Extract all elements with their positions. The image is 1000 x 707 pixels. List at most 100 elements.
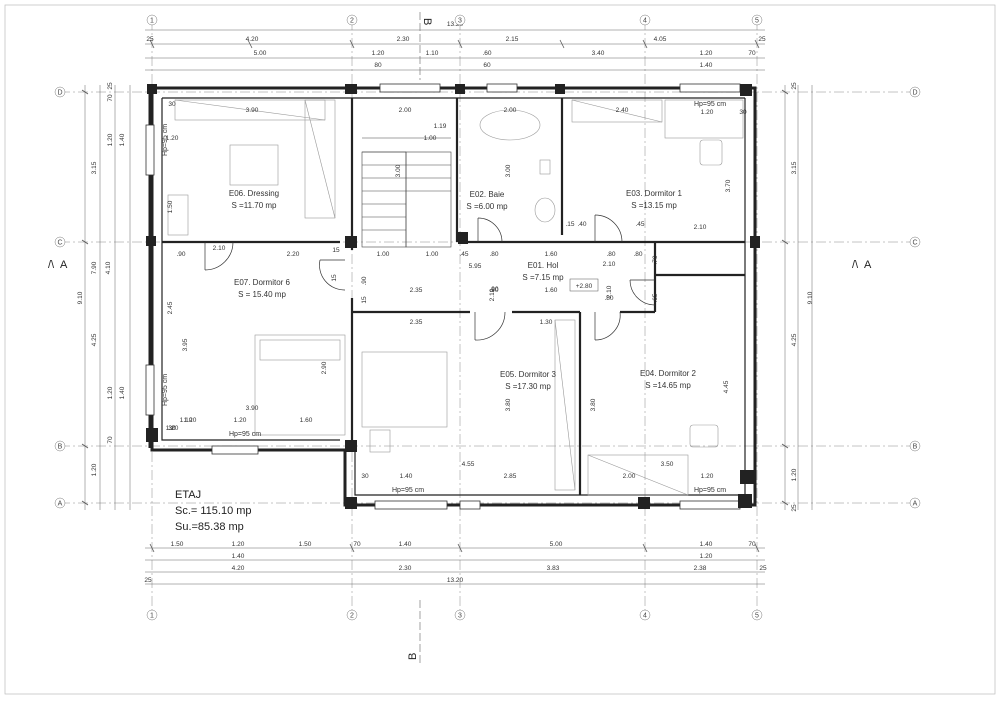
dim-interior-42: 2.45 (167, 301, 174, 314)
dim-interior-22: 1.60 (545, 251, 558, 258)
dim-left-inner-2: 1.20 (107, 133, 114, 146)
dim-interior-43: 3.95 (182, 338, 189, 351)
axis-left-C-bubble (54, 236, 66, 248)
dim-top-row2-0: 5.00 (254, 50, 267, 57)
axis-right-D-bubble (909, 86, 921, 98)
dim-interior-27: 2.10 (606, 285, 613, 298)
axis-bottom-2: 2 (350, 613, 354, 620)
dim-left-inner-4: 1.20 (107, 386, 114, 399)
dim-top-row1-3: 2.15 (506, 36, 519, 43)
dim-interior-46: 3.80 (590, 398, 597, 411)
dim-interior-48: 3.90 (246, 405, 259, 412)
staircase (361, 137, 452, 248)
sill-height-a1: Hp=95 cm (392, 487, 424, 494)
dim-interior-9: 1.00 (424, 135, 437, 142)
dim-interior-17: 15 (332, 247, 340, 254)
axis-right-A: A (913, 501, 918, 508)
dim-left-mid-0: 3.15 (91, 161, 98, 174)
dim-left-inner-5: 1.40 (119, 386, 126, 399)
axis-bottom-5-bubble (751, 609, 763, 621)
dim-interior-44: 2.90 (321, 361, 328, 374)
dim-bottom-row3-2: 3.83 (547, 565, 560, 572)
dim-top-row1-5: 25 (758, 36, 766, 43)
section-b-bottom: B (407, 653, 419, 660)
dim-interior-26: 2.10 (489, 288, 496, 301)
axis-top-3: 3 (458, 18, 462, 25)
sill-height-left-upper: Hp=95 cm (162, 124, 169, 156)
dim-left-inner-3: 1.40 (119, 133, 126, 146)
dim-interior-4: 1.20 (701, 109, 714, 116)
sill-height-d3: Hp=95 cm (694, 101, 726, 108)
dim-interior-7: 1.20 (166, 135, 179, 142)
room-area-e03: S =13.15 mp (631, 201, 677, 210)
dim-top-row2-3: .60 (482, 50, 491, 57)
room-name-e05: E05. Dormitor 3 (500, 370, 557, 379)
room-name-e03: E03. Dormitor 1 (626, 189, 683, 198)
dim-interior-16: 2.20 (287, 251, 300, 258)
dim-interior-12: 3.70 (725, 179, 732, 192)
axis-top-5-bubble (751, 14, 763, 26)
axis-bottom-4: 4 (643, 613, 647, 620)
dim-bottom-row1-1: 1.20 (232, 541, 245, 548)
dim-bottom-row1-4: 1.40 (399, 541, 412, 548)
dim-interior-5: 30 (168, 101, 176, 108)
level-title: ETAJ (175, 489, 201, 501)
dim-left-mid-4: 1.20 (91, 463, 98, 476)
dim-interior-32: .45 (635, 221, 644, 228)
dim-top-row3-1: 60 (483, 62, 491, 69)
dim-left-inner-6: 70 (107, 436, 114, 444)
axis-top-1-bubble (146, 14, 158, 26)
dim-right-mid-1: 4.25 (791, 333, 798, 346)
dim-interior-57: 3.50 (661, 461, 674, 468)
dim-right-inner-0: 25 (791, 82, 798, 90)
dim-interior-3: 2.40 (616, 107, 629, 114)
dimension-ticks (81, 39, 789, 553)
axis-right-B: B (913, 444, 918, 451)
dim-interior-54: 4.55 (462, 461, 475, 468)
axis-bottom-2-bubble (346, 609, 358, 621)
dim-interior-58: 1.20 (701, 473, 714, 480)
axis-left-C: C (57, 240, 62, 247)
dim-interior-6: 30 (739, 109, 747, 116)
room-area-e05: S =17.30 mp (505, 382, 551, 391)
dim-interior-0: 3.90 (246, 107, 259, 114)
columns (146, 84, 760, 509)
dim-top-row2-1: 1.20 (372, 50, 385, 57)
dim-interior-33: 2.10 (694, 224, 707, 231)
dim-top-row1-4: 4.05 (654, 36, 667, 43)
axis-right-A-bubble (909, 497, 921, 509)
axis-right-B-bubble (909, 440, 921, 452)
dim-interior-45: 3.80 (505, 398, 512, 411)
dim-interior-23: .80 (606, 251, 615, 258)
dim-interior-41: 1.30 (540, 319, 553, 326)
section-b-top: B (421, 18, 433, 25)
axis-left-B: B (58, 444, 63, 451)
dim-interior-40: 2.35 (410, 319, 423, 326)
dim-interior-36: 2.35 (410, 287, 423, 294)
room-name-e01: E01. Hol (528, 261, 559, 270)
axis-right-D: D (912, 90, 917, 97)
level-mark: +2.80 (576, 283, 593, 290)
dim-interior-51: 1.60 (300, 417, 313, 424)
dim-interior-64: 1.20 (184, 417, 197, 424)
dim-interior-15: 2.10 (213, 245, 226, 252)
dim-bottom-row2-1: 1.20 (700, 553, 713, 560)
dim-interior-19: 1.00 (426, 251, 439, 258)
dim-interior-25: 5.95 (469, 263, 482, 270)
doors (204, 214, 656, 341)
dim-interior-59: 30 (361, 473, 369, 480)
dim-interior-52: 30 (168, 425, 176, 432)
dim-top-row2-5: 1.20 (700, 50, 713, 57)
dim-interior-18: 1.00 (377, 251, 390, 258)
dim-interior-8: 1.19 (434, 123, 447, 130)
axis-bottom-1-bubble (146, 609, 158, 621)
room-area-e01: S =7.15 mp (522, 273, 564, 282)
dim-bottom-row2-0: 1.40 (232, 553, 245, 560)
room-name-e06: E06. Dressing (229, 189, 279, 198)
dim-interior-37: .90 (489, 286, 498, 293)
dim-interior-60: 15 (331, 274, 338, 282)
usable-area: Su.=85.38 mp (175, 521, 244, 533)
dim-interior-34: .70 (652, 255, 659, 264)
